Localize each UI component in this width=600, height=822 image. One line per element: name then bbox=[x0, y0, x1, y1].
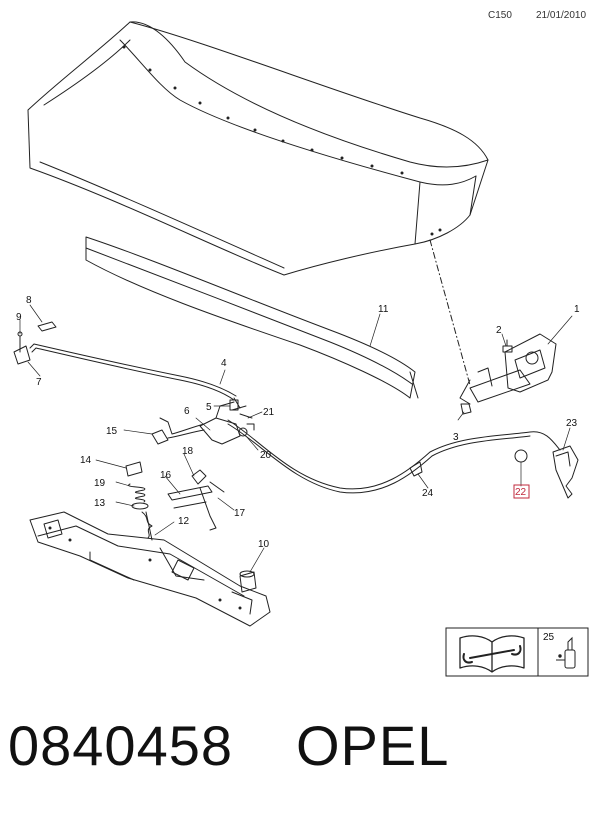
leader-lines bbox=[19, 304, 573, 573]
callout-11: 11 bbox=[378, 304, 389, 315]
brand-name: OPEL bbox=[296, 714, 450, 777]
callout-18: 18 bbox=[182, 446, 194, 457]
callout-6: 6 bbox=[184, 406, 190, 417]
callout-numbers: 1 2 3 4 5 6 7 8 9 10 11 12 13 14 15 16 1… bbox=[16, 295, 580, 550]
callout-25: 25 bbox=[543, 632, 555, 643]
alignment-line bbox=[429, 239, 471, 386]
callout-24: 24 bbox=[422, 488, 434, 499]
spring-assembly bbox=[125, 461, 153, 541]
callout-23: 23 bbox=[566, 418, 578, 429]
release-handle bbox=[552, 445, 579, 499]
release-cable bbox=[227, 419, 561, 490]
legend-box: 25 bbox=[445, 627, 589, 677]
callout-17: 17 bbox=[234, 508, 246, 519]
callout-2: 2 bbox=[496, 325, 502, 336]
callout-15: 15 bbox=[106, 426, 118, 437]
highlight-box bbox=[513, 484, 530, 499]
spanner-icon bbox=[462, 645, 522, 664]
callout-12: 12 bbox=[178, 516, 190, 527]
diagram-code: C150 bbox=[488, 10, 512, 21]
callout-4: 4 bbox=[221, 358, 227, 369]
callout-3: 3 bbox=[453, 432, 459, 443]
diagram-date: 21/01/2010 bbox=[536, 10, 587, 21]
callout-8: 8 bbox=[26, 295, 32, 306]
safety-lever bbox=[167, 469, 225, 531]
cable-tie bbox=[409, 461, 423, 477]
parts-diagram: 1 2 3 4 5 6 7 8 9 10 11 12 13 14 15 16 1… bbox=[13, 21, 589, 677]
bonnet-panel bbox=[27, 21, 489, 276]
callout-22: 22 bbox=[515, 487, 527, 498]
front-seal-strip bbox=[85, 236, 419, 399]
callout-19: 19 bbox=[94, 478, 106, 489]
lock-nut bbox=[460, 403, 472, 415]
callout-5: 5 bbox=[206, 402, 212, 413]
callout-14: 14 bbox=[80, 455, 92, 466]
callout-9: 9 bbox=[16, 312, 22, 323]
bonnet-lock bbox=[459, 333, 557, 405]
callout-20: 20 bbox=[260, 450, 272, 461]
cable-end bbox=[151, 417, 205, 445]
callout-16: 16 bbox=[160, 470, 172, 481]
callout-21: 21 bbox=[263, 407, 275, 418]
callout-13: 13 bbox=[94, 498, 106, 509]
callout-1: 1 bbox=[574, 304, 580, 315]
rubber-buffer bbox=[239, 570, 257, 593]
bonnet-stay-rod bbox=[29, 343, 241, 409]
lock-bolt bbox=[502, 339, 513, 353]
manual-book-icon bbox=[459, 635, 525, 673]
callout-10: 10 bbox=[258, 539, 270, 550]
callout-7: 7 bbox=[36, 377, 42, 388]
front-cross-member bbox=[29, 511, 271, 627]
safety-catch-bracket bbox=[199, 399, 255, 445]
cable-grommet bbox=[514, 449, 528, 463]
part-number: 0840458 bbox=[8, 714, 234, 777]
grease-gun-icon bbox=[556, 636, 576, 669]
